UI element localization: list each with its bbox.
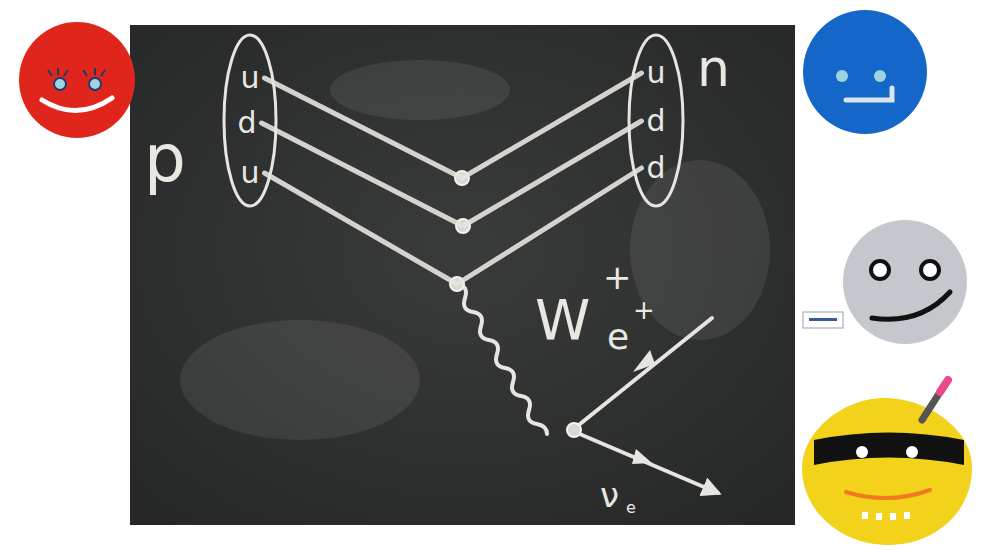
quark-line [262,121,642,226]
particle-symbol: e [626,499,636,517]
neutrino-arrowhead [632,449,652,464]
quark-line [265,168,642,284]
particle-symbol: ν [600,476,619,515]
grey-plush-toy [803,220,967,344]
quark-label: d [646,104,665,139]
particle-symbol: e [607,316,629,357]
oval-outline-shape [224,35,276,206]
quark-label: d [646,151,665,186]
particle-symbol: + [603,258,632,297]
quark-label: u [240,61,259,96]
quark-label: u [646,56,665,91]
red-plush-toy [19,22,135,138]
chalkboard [130,25,795,525]
blue-plush-toy [803,10,927,134]
quark-line [265,73,642,178]
particle-symbol: + [633,296,655,326]
hadron-oval: nudd [627,33,685,208]
quark-label: u [240,156,259,191]
quark-node: d [643,151,668,186]
quark-node: u [237,156,262,191]
particle-name: p [144,121,186,197]
positron-arrowhead [633,350,655,372]
quark-node: u [643,56,668,91]
quark-node: u [237,61,262,96]
quark-label: d [237,106,256,141]
w-boson-line [457,284,547,434]
oval-outline-shape [629,35,683,206]
neutrino-line [575,432,718,493]
quark-node: d [643,104,668,139]
hadron-oval: pudu [222,33,278,208]
particle-name: n [697,39,730,99]
positron-line [575,318,712,428]
yellow-plush-toy [802,380,972,545]
quark-node: d [234,106,259,141]
particle-symbol: W [535,288,590,352]
